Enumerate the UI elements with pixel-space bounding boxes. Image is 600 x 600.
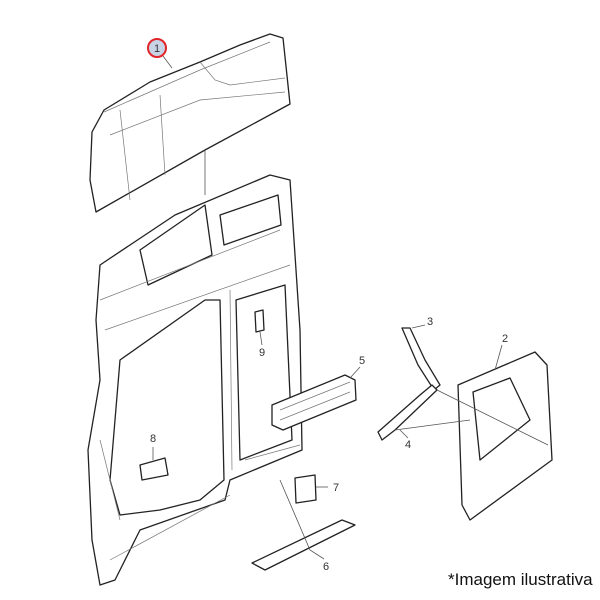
callout-8[interactable]: 8	[150, 433, 156, 445]
part-7-bracket[interactable]	[294, 474, 317, 504]
callout-9[interactable]: 9	[259, 347, 265, 359]
callout-3[interactable]: 3	[427, 316, 433, 328]
part-9-clip[interactable]	[254, 309, 265, 333]
part-3-pillar-trim[interactable]	[401, 327, 441, 391]
callout-1[interactable]: 1	[147, 38, 167, 58]
callout-2[interactable]: 2	[502, 333, 508, 345]
part-5-bracket[interactable]	[271, 374, 357, 431]
callout-7[interactable]: 7	[333, 482, 339, 494]
part-4-pillar-trim[interactable]	[377, 384, 438, 441]
side-frame[interactable]	[87, 174, 303, 586]
part-8-bracket[interactable]	[139, 457, 169, 481]
leader-lines	[152, 55, 549, 560]
callout-4[interactable]: 4	[405, 439, 411, 451]
part-6-sill-rail[interactable]	[251, 519, 356, 571]
part-1-roof-panel[interactable]	[89, 33, 291, 213]
callout-label: 1	[154, 43, 160, 55]
illustrative-image-caption: *Imagem ilustrativa	[448, 570, 593, 589]
callout-6[interactable]: 6	[323, 561, 329, 573]
callout-5[interactable]: 5	[359, 355, 365, 367]
part-2-window-panel[interactable]	[457, 351, 553, 521]
